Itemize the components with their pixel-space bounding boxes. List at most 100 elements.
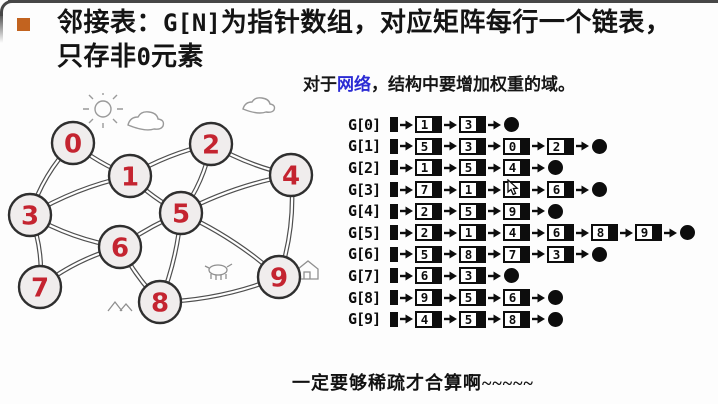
null-terminator-icon bbox=[592, 138, 607, 154]
node-value: 5 bbox=[461, 161, 476, 175]
frame-left-edge bbox=[0, 13, 3, 43]
node-value: 4 bbox=[417, 312, 432, 326]
node-pointer-cell bbox=[520, 139, 528, 153]
list-node: 6 bbox=[547, 224, 574, 242]
graph-node-8 bbox=[137, 279, 183, 325]
link-arrow-icon bbox=[488, 185, 501, 195]
node-pointer-cell bbox=[520, 161, 528, 175]
node-pointer-cell bbox=[432, 183, 440, 197]
list-node bbox=[503, 179, 530, 199]
node-value: 3 bbox=[461, 139, 476, 153]
link-arrow-icon bbox=[488, 293, 501, 303]
title-line-1: 邻接表：G[N]为指针数组，对应矩阵每行一个链表， bbox=[57, 6, 707, 40]
list-node: 5 bbox=[459, 289, 486, 307]
head-pointer-cell bbox=[390, 246, 398, 262]
list-node: 8 bbox=[459, 245, 486, 263]
node-pointer-cell bbox=[564, 139, 572, 153]
list-node: 2 bbox=[415, 224, 442, 242]
node-pointer-cell bbox=[432, 204, 440, 218]
row-label: G[7] bbox=[348, 266, 381, 285]
node-pointer-cell bbox=[520, 204, 528, 218]
list-node: 4 bbox=[503, 159, 530, 177]
graph-node-label-2: 2 bbox=[202, 130, 220, 160]
row-label: G[1] bbox=[348, 137, 381, 156]
row-label: G[9] bbox=[348, 310, 381, 329]
adjacency-row: G[0] 1 3 bbox=[348, 114, 695, 136]
link-arrow-icon bbox=[488, 163, 501, 173]
node-value: 2 bbox=[549, 139, 564, 153]
link-arrow-icon bbox=[488, 249, 501, 259]
node-pointer-cell bbox=[476, 226, 484, 240]
link-arrow-icon bbox=[576, 141, 589, 151]
link-arrow-icon bbox=[576, 185, 589, 195]
link-arrow-icon bbox=[400, 185, 413, 195]
node-value: 9 bbox=[505, 204, 520, 218]
graph-node-3 bbox=[7, 192, 53, 238]
node-pointer-cell bbox=[652, 226, 660, 240]
row-label: G[8] bbox=[348, 288, 381, 307]
list-node: 1 bbox=[459, 181, 486, 199]
row-label: G[0] bbox=[348, 115, 381, 134]
node-pointer-cell bbox=[432, 247, 440, 261]
list-node: 7 bbox=[415, 181, 442, 199]
title-code-segment: 0 bbox=[136, 43, 151, 71]
node-value: 6 bbox=[505, 291, 520, 305]
graph-node-label-5: 5 bbox=[172, 199, 190, 229]
link-arrow-icon bbox=[620, 228, 633, 238]
node-pointer-cell bbox=[520, 247, 528, 261]
link-arrow-icon bbox=[444, 293, 457, 303]
list-node: 0 bbox=[503, 137, 530, 155]
head-pointer-cell bbox=[390, 290, 398, 306]
list-node: 4 bbox=[503, 224, 530, 242]
link-arrow-icon bbox=[400, 314, 413, 324]
link-arrow-icon bbox=[400, 120, 413, 130]
node-pointer-cell bbox=[476, 291, 484, 305]
node-value: 3 bbox=[549, 247, 564, 261]
node-pointer-cell bbox=[476, 204, 484, 218]
list-node: 7 bbox=[503, 245, 530, 263]
link-arrow-icon bbox=[488, 314, 501, 324]
node-pointer-cell bbox=[476, 269, 484, 283]
graph-node-label-6: 6 bbox=[111, 233, 129, 263]
link-arrow-icon bbox=[444, 249, 457, 259]
subtitle-suffix: ，结构中要增加权重的域。 bbox=[371, 75, 575, 94]
link-arrow-icon bbox=[576, 249, 589, 259]
title-code-segment: G[N] bbox=[163, 9, 221, 37]
list-node: 9 bbox=[415, 289, 442, 307]
link-arrow-icon bbox=[444, 228, 457, 238]
list-node: 5 bbox=[415, 137, 442, 155]
node-pointer-cell bbox=[432, 139, 440, 153]
head-pointer-cell bbox=[390, 138, 398, 154]
node-value: 3 bbox=[461, 118, 476, 132]
node-pointer-cell bbox=[564, 226, 572, 240]
graph-node-label-8: 8 bbox=[151, 288, 169, 318]
graph-node-6 bbox=[97, 224, 143, 270]
head-pointer-cell bbox=[390, 311, 398, 327]
link-arrow-icon bbox=[488, 271, 501, 281]
node-value: 9 bbox=[637, 226, 652, 240]
title-bullet-icon bbox=[17, 18, 30, 31]
link-arrow-icon bbox=[444, 141, 457, 151]
link-arrow-icon bbox=[444, 120, 457, 130]
node-value: 2 bbox=[417, 204, 432, 218]
node-pointer-cell bbox=[432, 312, 440, 326]
node-value: 1 bbox=[417, 161, 432, 175]
list-node: 2 bbox=[547, 137, 574, 155]
node-value: 5 bbox=[417, 247, 432, 261]
node-pointer-cell bbox=[432, 161, 440, 175]
link-arrow-icon bbox=[488, 120, 501, 130]
node-value: 7 bbox=[505, 247, 520, 261]
row-label: G[5] bbox=[348, 223, 381, 242]
list-node: 1 bbox=[415, 116, 442, 134]
node-value: 2 bbox=[417, 226, 432, 240]
link-arrow-icon bbox=[400, 228, 413, 238]
node-value: 4 bbox=[505, 161, 520, 175]
graph-node-1 bbox=[107, 153, 153, 199]
list-node: 5 bbox=[459, 310, 486, 328]
node-value: 8 bbox=[461, 247, 476, 261]
